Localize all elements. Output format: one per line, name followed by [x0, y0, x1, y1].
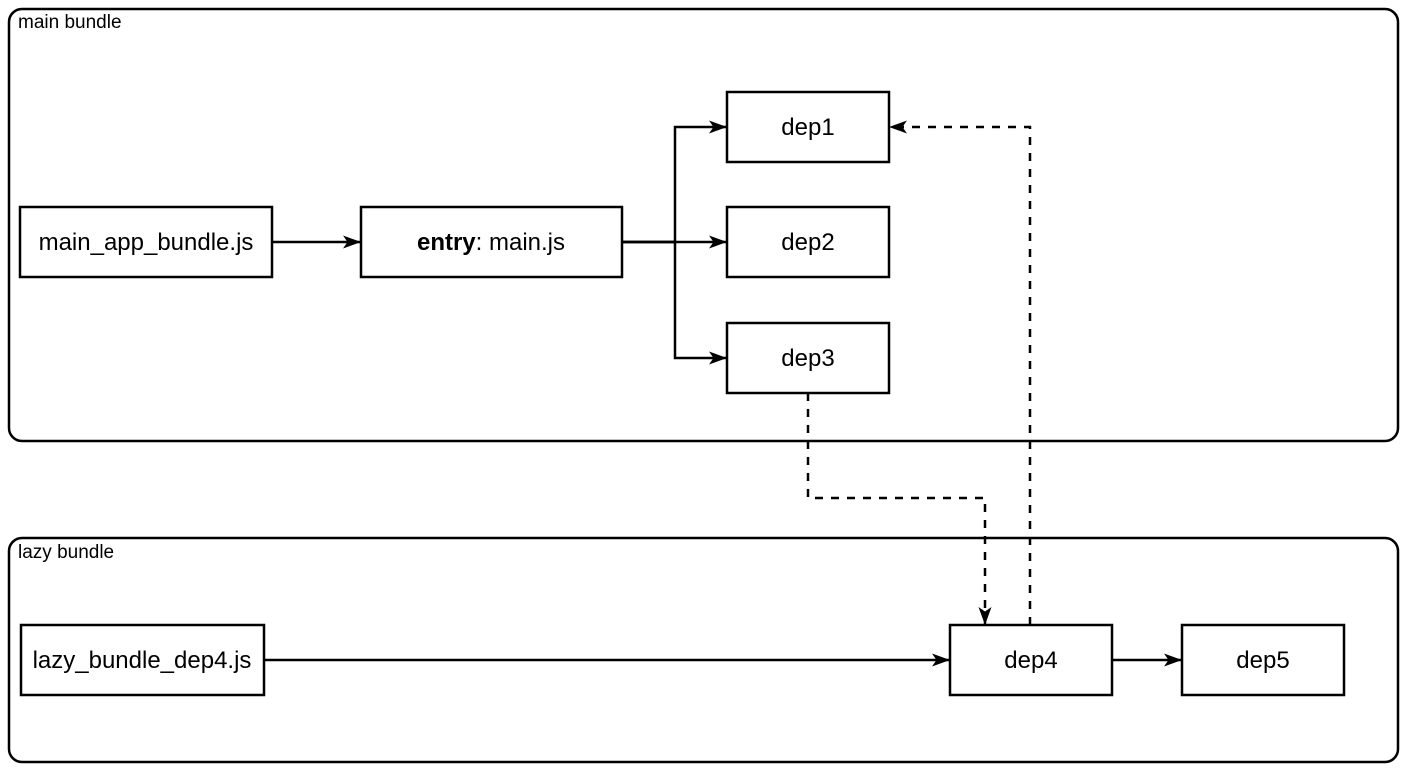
node-dep4-label: dep4: [1004, 647, 1057, 674]
main-bundle-label: main bundle: [18, 12, 122, 33]
node-main-app-bundle: [18, 205, 274, 279]
edges: [264, 120, 1182, 667]
containers: main bundle lazy bundle: [7, 7, 1400, 764]
node-dep5-label: dep5: [1236, 647, 1289, 674]
node-entry-label-rest: : main.js: [476, 229, 565, 256]
node-main-app-bundle-label: main_app_bundle.js: [39, 229, 254, 256]
node-entry-label: entry: main.js: [417, 229, 565, 256]
edge-dep3-to-dep4: [806, 393, 992, 625]
node-dep1-label: dep1: [781, 114, 834, 141]
node-dep3-label: dep3: [781, 345, 834, 372]
lazy-bundle-container: [7, 536, 1400, 764]
lazy-bundle-label: lazy bundle: [18, 542, 114, 563]
node-dep2: [725, 205, 891, 279]
edge-entry-to-dep3: [622, 240, 727, 365]
edge-dep4-to-dep1: [889, 120, 1032, 625]
node-dep5: [1180, 623, 1346, 697]
node-dep1: [725, 90, 891, 164]
node-dep3: [725, 321, 891, 395]
node-dep4: [948, 623, 1114, 697]
node-lazy-bundle-dep4: [19, 623, 266, 697]
node-entry-label-bold: entry: [417, 229, 476, 256]
nodes: main_app_bundle.js entry: main.js dep1 d…: [18, 90, 1346, 697]
node-lazy-bundle-dep4-label: lazy_bundle_dep4.js: [33, 647, 252, 674]
main-bundle-container: [7, 7, 1400, 443]
node-dep2-label: dep2: [781, 229, 834, 256]
node-entry: [359, 205, 624, 279]
